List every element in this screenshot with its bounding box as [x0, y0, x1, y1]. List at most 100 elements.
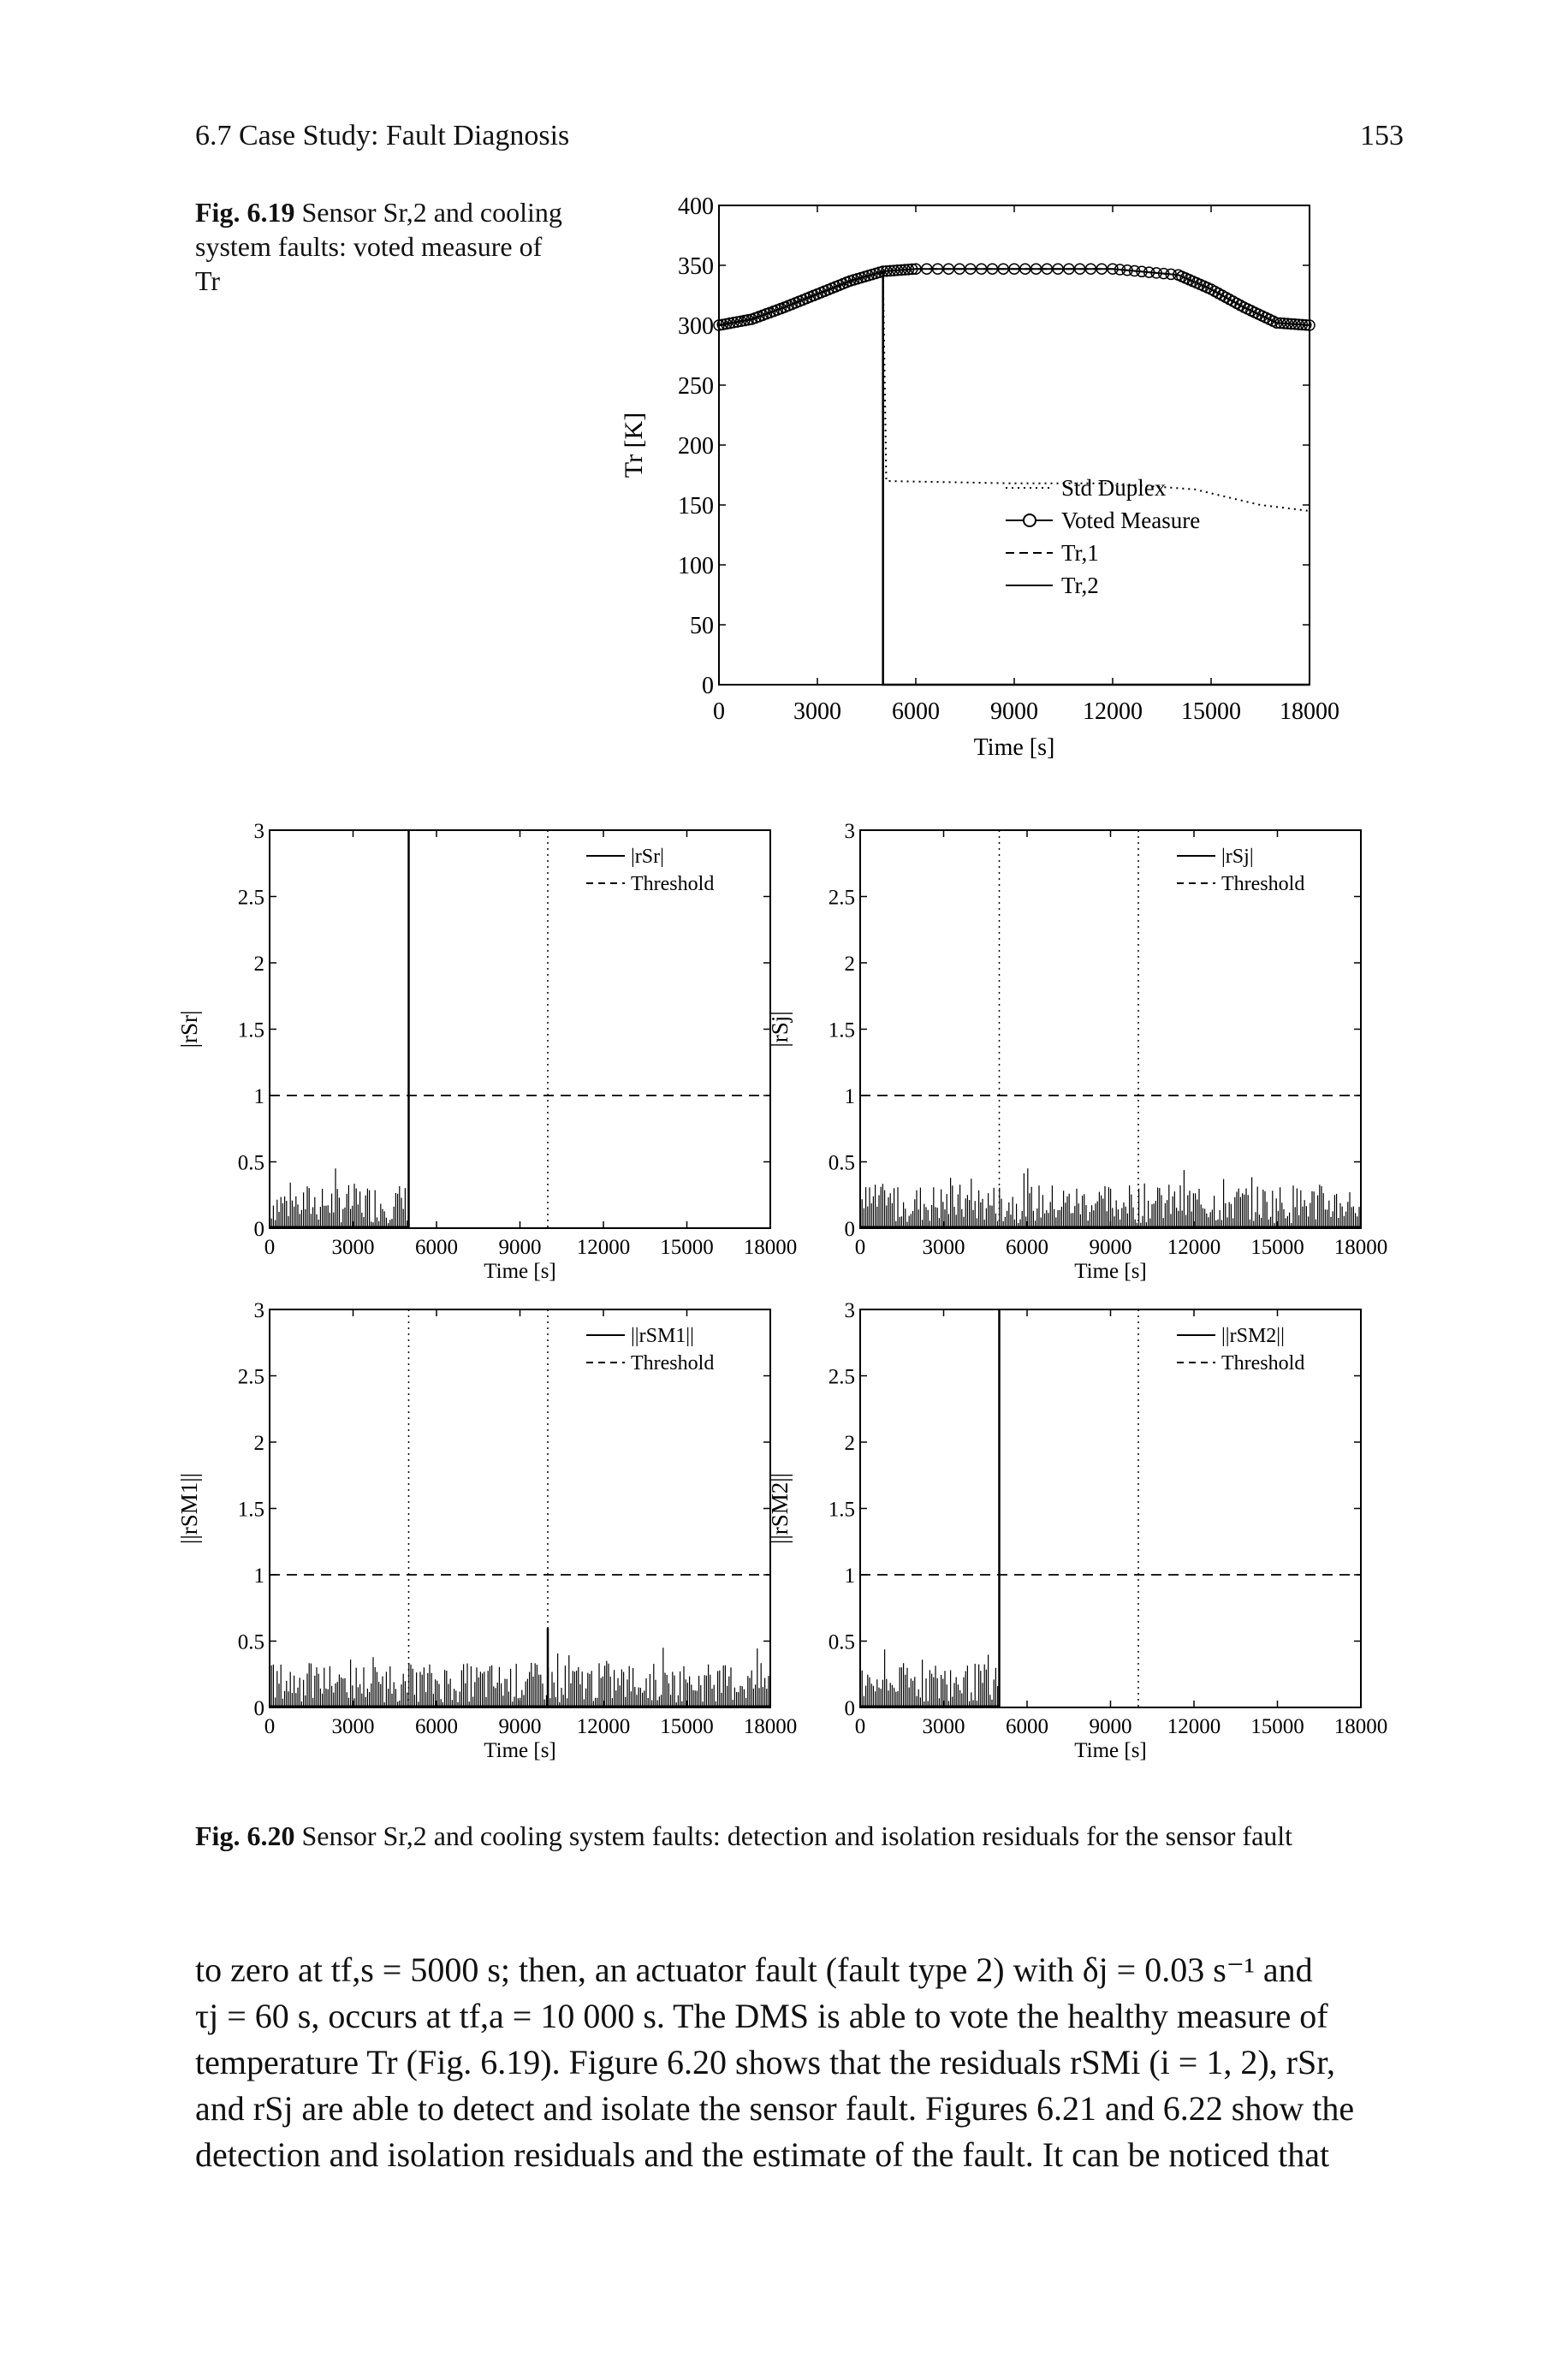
- legend-label: |rSr|: [631, 846, 664, 868]
- y-tick-label: 300: [678, 313, 714, 340]
- body-line: to zero at tf,s = 5000 s; then, an actua…: [195, 1950, 1313, 1989]
- y-tick-label: 0.5: [238, 1630, 264, 1654]
- y-tick-label: 250: [678, 373, 714, 400]
- x-tick-label: 18000: [744, 1236, 798, 1259]
- x-tick-label: 6000: [1006, 1715, 1048, 1738]
- x-tick-label: 18000: [744, 1715, 798, 1738]
- residual-signal: [859, 1168, 1360, 1228]
- figure-label: Fig. 6.20: [195, 1820, 295, 1851]
- x-tick-label: 6000: [415, 1715, 458, 1738]
- y-tick-label: 3: [254, 1299, 265, 1322]
- legend-label: Threshold: [1221, 1352, 1304, 1375]
- figure-label: Fig. 6.19: [195, 197, 295, 228]
- y-tick-label: 0.5: [829, 1630, 855, 1654]
- panel-rsm1: 0 3000 6000 9000 12000 15000 18000 0 0.5 1 1.5 2 2.5…: [176, 1299, 798, 1762]
- residual-signal: [269, 1648, 769, 1707]
- legend-label: Threshold: [631, 873, 714, 895]
- x-tick-label: 0: [855, 1715, 866, 1738]
- x-tick-label: 6000: [892, 698, 940, 725]
- y-tick-label: 2: [845, 953, 856, 976]
- figure-caption-text: Sensor Sr,2 and cooling system faults: v…: [195, 197, 562, 296]
- x-tick-label: 15000: [660, 1236, 714, 1259]
- x-axis-label: Time [s]: [484, 1260, 556, 1283]
- y-tick-label: 0: [254, 1218, 265, 1241]
- x-tick-label: 15000: [660, 1715, 714, 1738]
- y-tick-label: 2.5: [829, 886, 855, 909]
- y-axis-label: Tr [K]: [620, 413, 648, 478]
- x-tick-label: 9000: [499, 1715, 542, 1738]
- x-tick-label: 0: [855, 1236, 866, 1259]
- y-tick-label: 0.5: [238, 1151, 264, 1174]
- legend-label: ||rSM1||: [631, 1325, 694, 1347]
- y-tick-label: 2: [254, 1432, 265, 1455]
- y-tick-label: 150: [678, 493, 714, 520]
- y-tick-label: 1: [845, 1085, 856, 1108]
- x-tick-label: 3000: [923, 1715, 965, 1738]
- legend-label: Voted Measure: [1061, 508, 1200, 533]
- x-tick-label: 0: [264, 1715, 276, 1738]
- legend-label: Tr,1: [1061, 540, 1099, 566]
- x-tick-label: 18000: [1334, 1715, 1388, 1738]
- legend-label: |rSj|: [1221, 846, 1254, 868]
- body-line: τj = 60 s, occurs at tf,a = 10 000 s. Th…: [195, 1997, 1328, 2035]
- x-tick-label: 15000: [1181, 698, 1241, 725]
- y-tick-label: 1: [254, 1565, 265, 1588]
- y-tick-label: 0: [254, 1697, 265, 1720]
- plot-frame: [718, 205, 1310, 686]
- y-tick-label: 1: [254, 1085, 265, 1108]
- data-point: [1299, 318, 1312, 331]
- x-tick-label: 12000: [1083, 698, 1143, 725]
- y-tick-label: 3: [254, 820, 265, 843]
- residual-signal: [859, 1649, 999, 1707]
- legend-label: Threshold: [631, 1352, 714, 1375]
- y-tick-label: 2.5: [829, 1365, 855, 1388]
- series-line-3: [718, 270, 1310, 686]
- y-tick-label: 100: [678, 553, 714, 579]
- x-tick-label: 6000: [1006, 1236, 1048, 1259]
- x-tick-label: 6000: [415, 1236, 458, 1259]
- body-line: temperature Tr (Fig. 6.19). Figure 6.20 …: [195, 2043, 1335, 2081]
- y-tick-label: 400: [678, 193, 714, 220]
- page-number: 153: [1360, 120, 1404, 151]
- x-tick-label: 12000: [577, 1715, 631, 1738]
- y-axis-label: ||rSM1||: [176, 1473, 202, 1544]
- x-tick-label: 0: [713, 698, 725, 725]
- body-paragraph: to zero at tf,s = 5000 s; then, an actua…: [195, 1947, 1404, 2178]
- x-tick-label: 15000: [1250, 1236, 1304, 1259]
- series-line-0: [718, 271, 1310, 512]
- y-axis-label: |rSr|: [176, 1011, 202, 1048]
- y-tick-label: 2: [845, 1432, 856, 1455]
- figure-caption-text: Sensor Sr,2 and cooling system faults: d…: [301, 1820, 1293, 1851]
- x-tick-label: 18000: [1280, 698, 1339, 725]
- y-tick-label: 1.5: [238, 1498, 264, 1521]
- y-tick-label: 2.5: [238, 1365, 264, 1388]
- x-tick-label: 9000: [990, 698, 1038, 725]
- x-tick-label: 12000: [1167, 1236, 1221, 1259]
- residual-signal: [269, 1168, 408, 1228]
- x-tick-label: 15000: [1250, 1715, 1304, 1738]
- legend-marker: [1023, 514, 1036, 527]
- y-tick-label: 0.5: [829, 1151, 855, 1174]
- figure-6-19-caption: Fig. 6.19 Sensor Sr,2 and cooling system…: [195, 195, 572, 298]
- x-tick-label: 3000: [332, 1236, 375, 1259]
- x-axis-label: Time [s]: [1074, 1739, 1147, 1762]
- y-tick-label: 0: [702, 673, 714, 699]
- x-tick-label: 12000: [577, 1236, 631, 1259]
- body-line: detection and isolation residuals and th…: [195, 2135, 1330, 2174]
- legend-label: Threshold: [1221, 873, 1304, 895]
- y-tick-label: 0: [845, 1697, 856, 1720]
- x-tick-label: 18000: [1334, 1236, 1388, 1259]
- y-tick-label: 3: [845, 1299, 856, 1322]
- x-tick-label: 3000: [923, 1236, 965, 1259]
- y-axis-label: ||rSM2||: [767, 1473, 793, 1544]
- y-tick-label: 1.5: [238, 1018, 264, 1042]
- x-axis-label: Time [s]: [484, 1739, 556, 1762]
- x-tick-label: 12000: [1167, 1715, 1221, 1738]
- x-tick-label: 0: [264, 1236, 276, 1259]
- y-tick-label: 200: [678, 433, 714, 460]
- x-tick-label: 3000: [332, 1715, 375, 1738]
- y-tick-label: 1: [845, 1565, 856, 1588]
- x-tick-label: 3000: [793, 698, 841, 725]
